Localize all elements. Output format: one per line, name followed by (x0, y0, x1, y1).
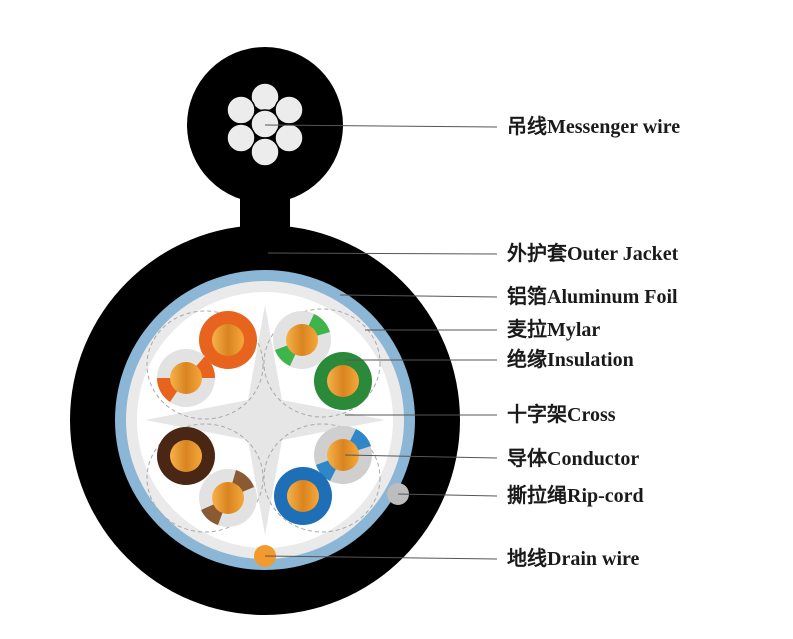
leader-conductor (344, 454, 498, 459)
pair-boundary (263, 308, 381, 418)
pair-boundary (146, 310, 264, 420)
label-drain-wire: 地线Drain wire (507, 548, 640, 570)
wire-blue-solid (274, 467, 332, 525)
wire-blue-white (314, 426, 372, 484)
messenger-strand (250, 137, 280, 167)
leader-aluminum-foil (339, 294, 498, 298)
leader-lines (264, 124, 498, 560)
label-aluminum-foil: 铝箔Aluminum Foil (507, 286, 678, 308)
label-insulation: 绝缘Insulation (507, 349, 634, 371)
label-conductor: 导体Conductor (507, 448, 640, 470)
label-mylar: 麦拉Mylar (507, 319, 601, 341)
messenger-strand (250, 109, 280, 139)
wire-green-white (273, 311, 331, 369)
messenger-strand (274, 95, 304, 125)
wire-orange-solid (199, 311, 257, 369)
wire-brown-white (199, 469, 257, 527)
label-outer-jacket: 外护套Outer Jacket (507, 243, 679, 265)
label-rip-cord: 撕拉绳Rip-cord (507, 485, 644, 507)
pair-boundaries (146, 308, 381, 533)
wire-brown-solid (157, 427, 215, 485)
messenger-strand (226, 123, 256, 153)
cross-center (249, 404, 281, 436)
wire-orange-white (157, 349, 216, 407)
label-messenger-wire: 吊线Messenger wire (507, 116, 681, 138)
messenger-strands (226, 82, 304, 167)
leader-messenger (264, 124, 498, 128)
leader-outer-jacket (267, 252, 498, 255)
pair-boundary (146, 423, 264, 533)
messenger-strand (274, 123, 304, 153)
messenger-strand (226, 95, 256, 125)
label-cross: 十字架Cross (507, 404, 616, 426)
leader-drain-wire (264, 555, 498, 560)
leader-rip-cord (397, 493, 498, 497)
wire-green-solid (314, 352, 372, 410)
pair-boundary (263, 423, 381, 533)
